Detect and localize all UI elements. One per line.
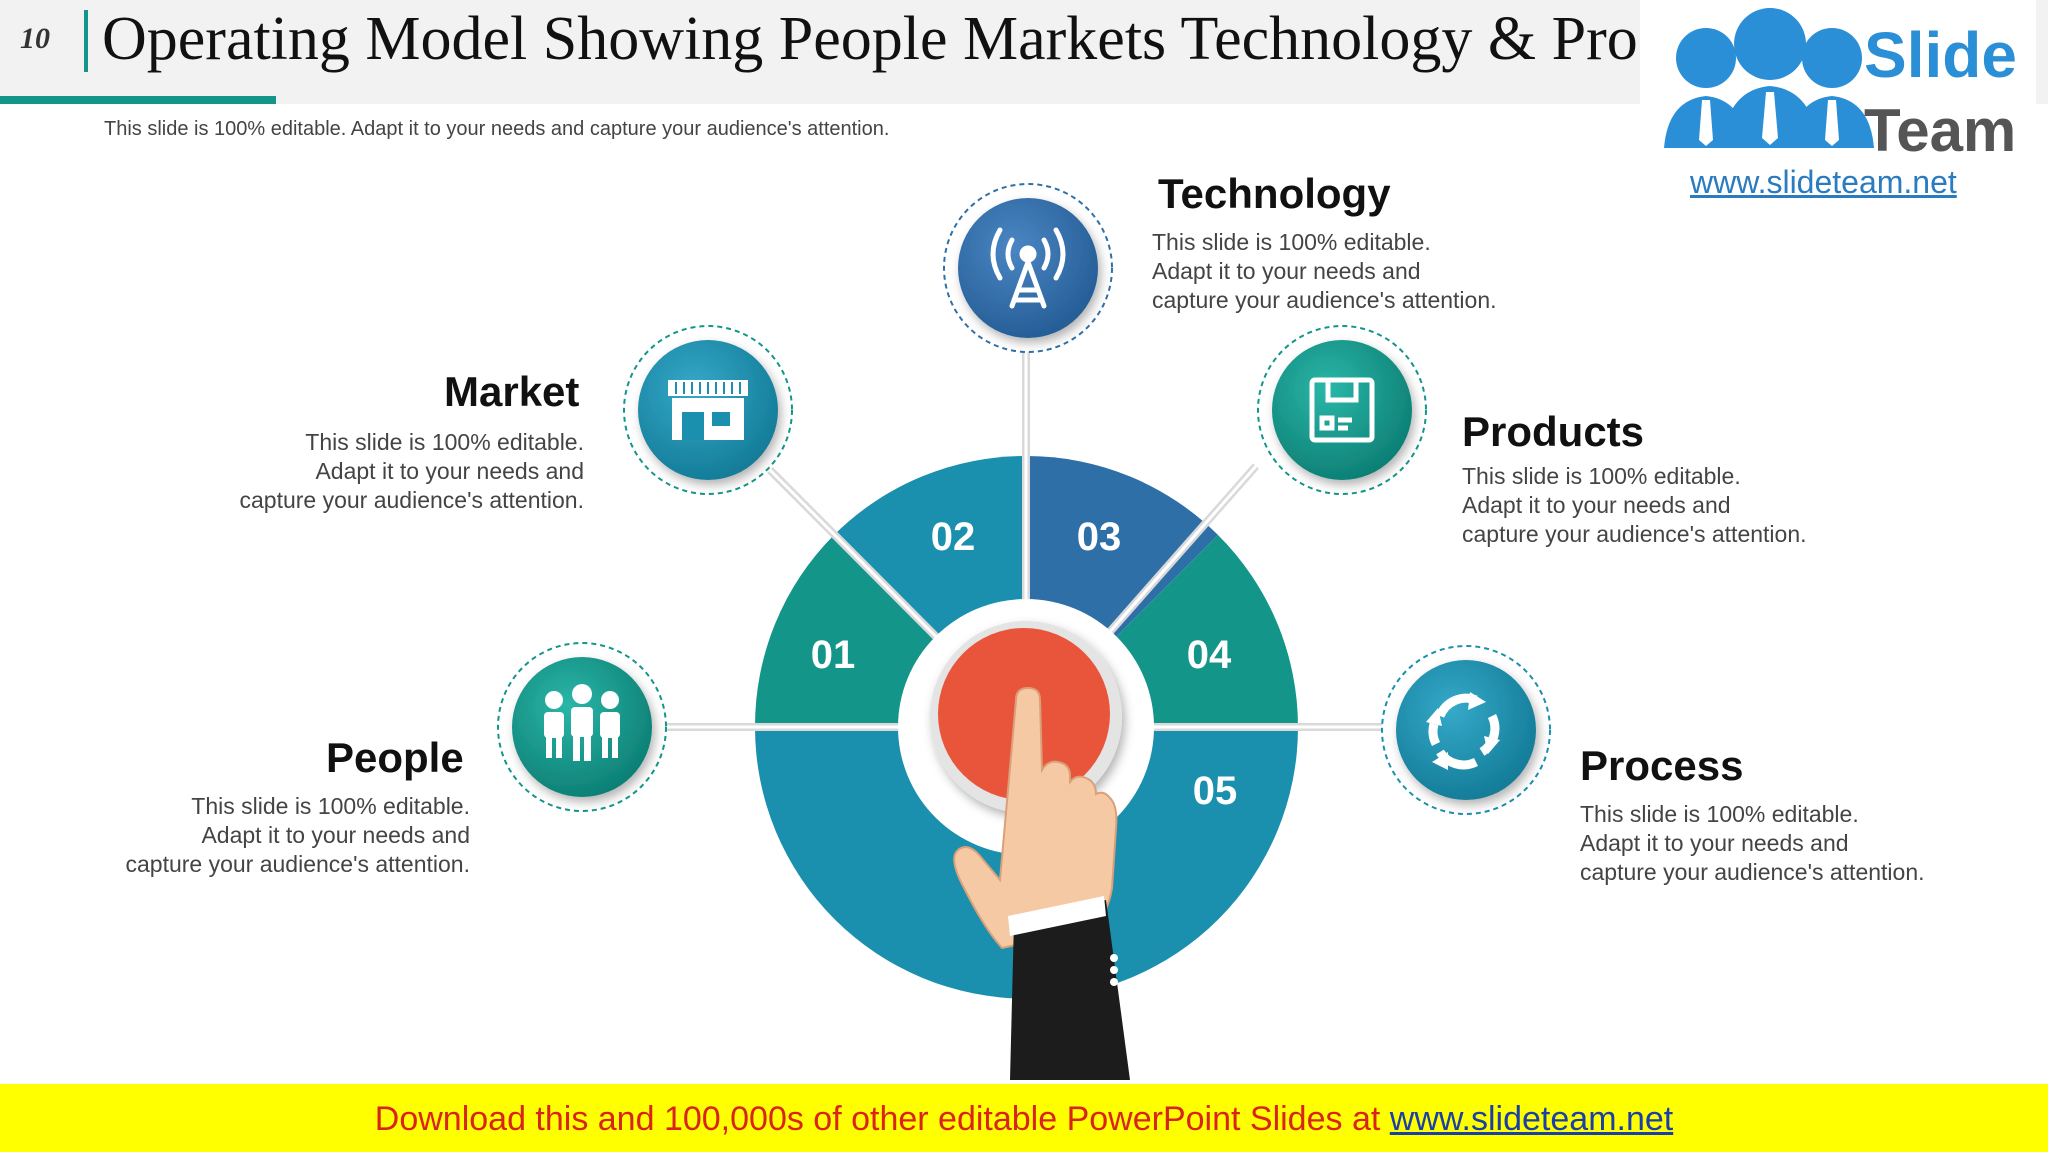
process-desc-line3: capture your audience's attention. [1580,859,1925,885]
products-desc-line3: capture your audience's attention. [1462,521,1807,547]
people-icon [544,684,620,761]
market-desc-line1: This slide is 100% editable. [305,429,584,455]
process-node [1381,645,1551,815]
title-divider [84,10,88,72]
products-desc-line2: Adapt it to your needs and [1462,492,1731,518]
footer-banner [0,1084,2048,1152]
technology-desc-line1: This slide is 100% editable. [1152,229,1431,255]
segment-02-label: 02 [931,515,976,559]
market-desc-line2: Adapt it to your needs and [315,458,584,484]
segment-05-label: 05 [1193,769,1238,813]
logo-word-team: Team [1864,97,2017,164]
page-subtitle: This slide is 100% editable. Adapt it to… [104,118,890,140]
pointing-hand-icon [953,686,1130,1080]
footer-link[interactable]: www.slideteam.net [1389,1100,1674,1138]
technology-description: This slide is 100% editable. Adapt it to… [1152,228,1572,315]
process-desc-line2: Adapt it to your needs and [1580,830,1849,856]
segment-01-label: 01 [811,633,856,677]
store-icon [668,380,748,440]
product-box-icon [1309,377,1375,443]
people-desc-line3: capture your audience's attention. [125,851,470,877]
logo-word-slide: Slide [1864,19,2017,91]
process-description: This slide is 100% editable. Adapt it to… [1580,800,2000,887]
market-description: This slide is 100% editable. Adapt it to… [164,428,584,515]
market-heading: Market [444,368,580,415]
process-desc-line1: This slide is 100% editable. [1580,801,1859,827]
market-desc-line3: capture your audience's attention. [239,487,584,513]
technology-desc-line3: capture your audience's attention. [1152,287,1497,313]
logo-url-link[interactable]: www.slideteam.net [1690,164,1957,200]
footer-message: Download this and 100,000s of other edit… [374,1100,1390,1138]
people-description: This slide is 100% editable. Adapt it to… [50,792,470,879]
people-desc-line2: Adapt it to your needs and [201,822,470,848]
products-node [1257,325,1427,495]
footer-text: Download this and 100,000s of other edit… [0,1100,2048,1139]
page-number: 10 [20,22,50,55]
products-desc-line1: This slide is 100% editable. [1462,463,1741,489]
segment-04-label: 04 [1187,633,1232,677]
technology-heading: Technology [1158,170,1391,217]
products-description: This slide is 100% editable. Adapt it to… [1462,462,1882,549]
process-heading: Process [1580,742,1744,789]
page-title: Operating Model Showing People Markets T… [102,5,1769,73]
segment-03-label: 03 [1077,515,1122,559]
technology-desc-line2: Adapt it to your needs and [1152,258,1421,284]
antenna-icon [990,227,1066,309]
title-accent-bar [0,96,276,104]
products-heading: Products [1462,408,1645,455]
people-heading: People [326,734,464,781]
people-desc-line1: This slide is 100% editable. [191,793,470,819]
